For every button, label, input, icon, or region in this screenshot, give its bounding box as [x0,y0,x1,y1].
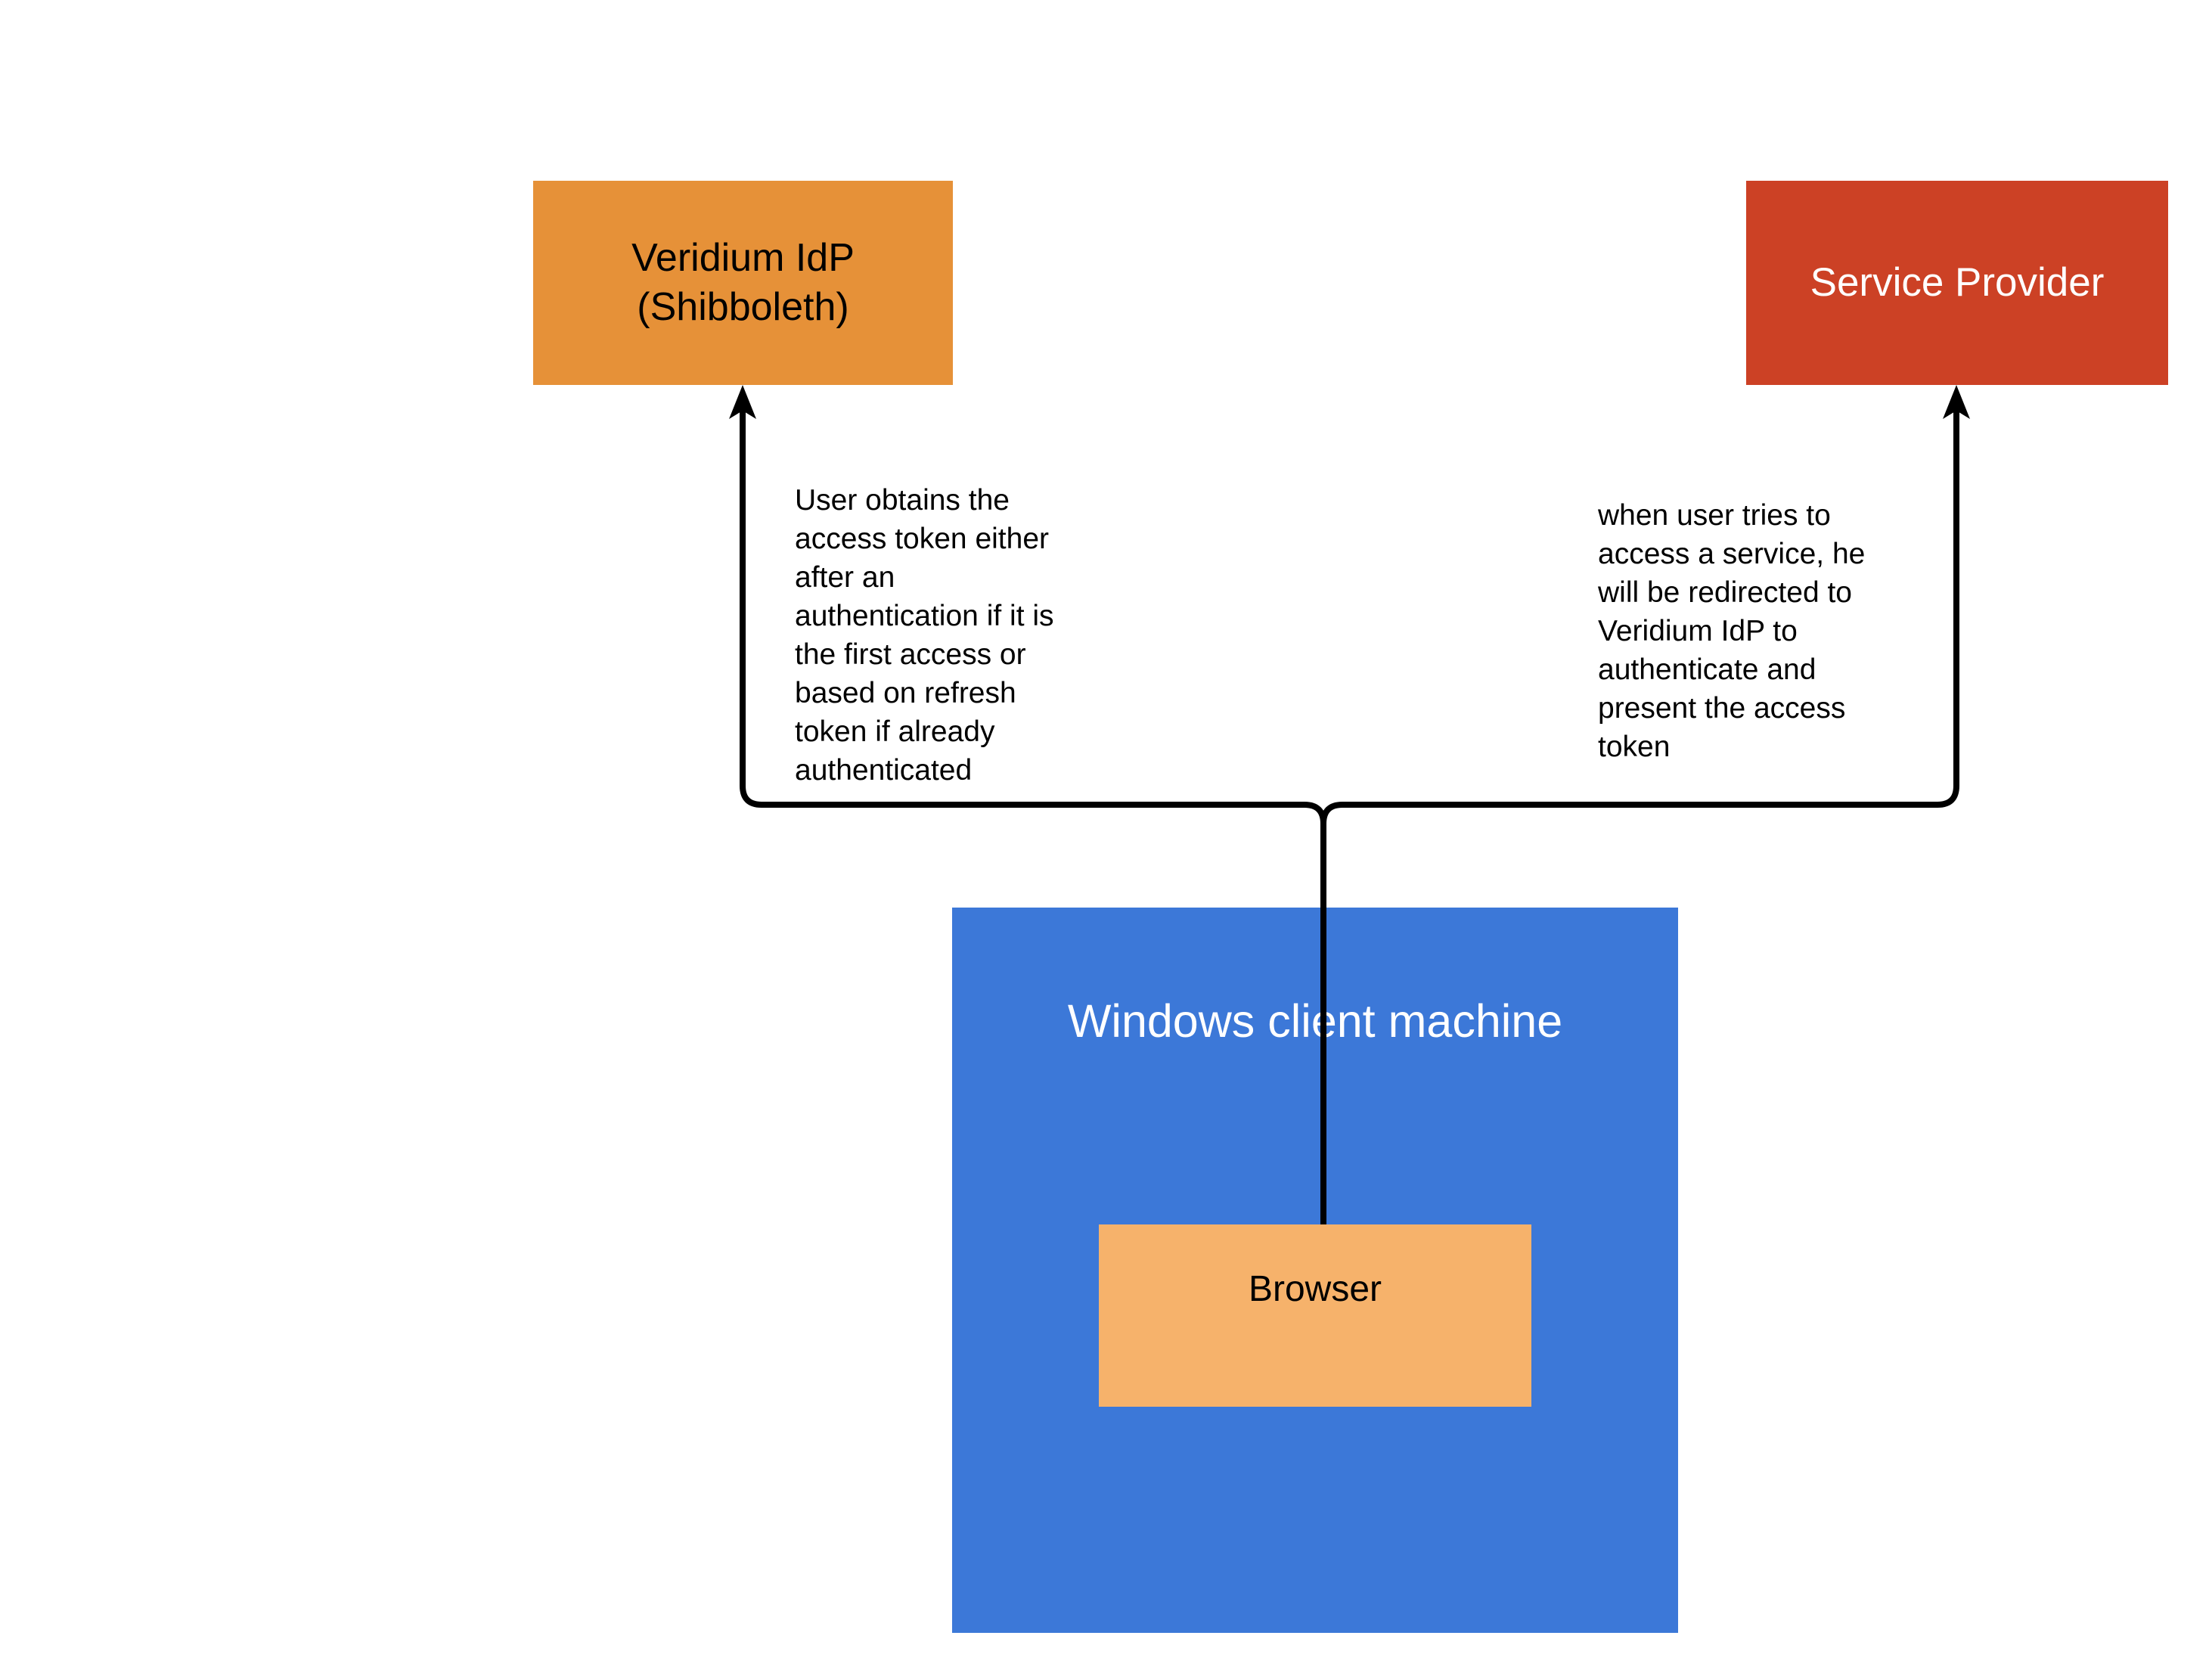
node-service-provider: Service Provider [1746,181,2168,385]
annotation-access-token: User obtains the access token either aft… [795,484,1054,787]
arrowhead-to-idp [729,385,756,419]
node-browser: Browser [1099,1224,1531,1407]
annotation-redirect: when user tries to access a service, he … [1598,499,1866,763]
node-veridium-idp: Veridium IdP (Shibboleth) [533,181,953,385]
veridium-idp-label: Veridium IdP (Shibboleth) [631,236,855,329]
service-provider-label: Service Provider [1810,259,2105,305]
browser-label: Browser [1248,1269,1382,1309]
arrowhead-to-sp [1943,385,1970,419]
windows-client-machine-label: Windows client machine [1067,995,1563,1047]
